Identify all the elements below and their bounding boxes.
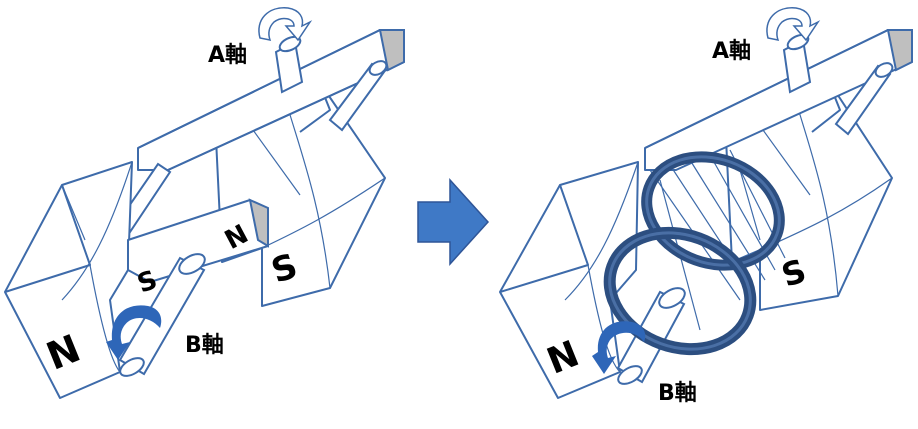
right-assembly: N S A軸 B軸	[499, 7, 913, 406]
b-axis-label-left: B軸	[185, 332, 224, 358]
a-axis-label-right: A軸	[712, 38, 751, 64]
coil-upper	[641, 151, 785, 271]
curved-rotation-arrow-icon	[766, 7, 821, 42]
left-assembly: N S N S A軸 B軸	[4, 7, 405, 399]
b-axis-label-right: B軸	[658, 380, 697, 406]
curved-rotation-arrow-icon	[106, 305, 162, 360]
a-axis-label-left: A軸	[208, 42, 247, 68]
curved-rotation-arrow-icon	[592, 321, 646, 374]
right-arrow-icon	[417, 178, 490, 266]
b-axis-rod-left	[118, 253, 206, 377]
b-axis-bar	[127, 198, 269, 283]
a-axis-rod-left	[274, 35, 388, 132]
a-axis-bar-right	[644, 29, 913, 171]
curved-rotation-arrow-icon	[258, 7, 313, 42]
coil-lower	[603, 226, 757, 356]
a-axis-rod-right	[782, 33, 894, 136]
lower-magnet-block	[4, 161, 133, 399]
